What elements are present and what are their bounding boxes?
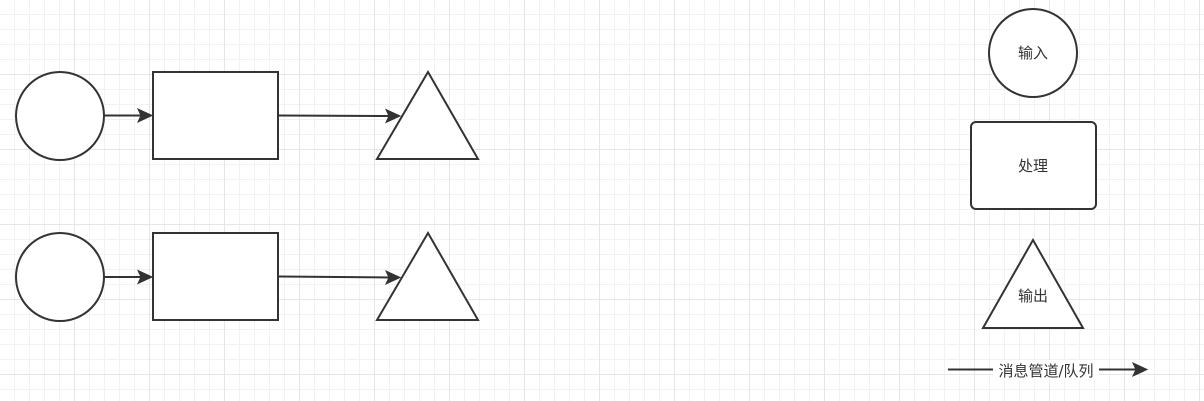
legend-channel[interactable]: 消息管道/队列 [948, 360, 1149, 380]
flow-row-2-output-node[interactable] [375, 231, 480, 321]
legend-process-label: 处理 [1018, 157, 1048, 175]
legend-process-rect [970, 121, 1097, 210]
legend: 输入 处理 输出 消息管道/队列 [948, 8, 1149, 380]
legend-input[interactable]: 输入 [988, 8, 1078, 98]
legend-output-label: 输出 [1018, 287, 1048, 305]
legend-process[interactable]: 处理 [970, 121, 1097, 210]
flow-row-1 [15, 70, 480, 161]
flow-row-2-edge-process-output [278, 275, 390, 279]
legend-channel-label: 消息管道/队列 [998, 362, 1093, 380]
flow-row-2-process-node[interactable] [152, 232, 279, 321]
flow-row-1-output-node[interactable] [375, 70, 480, 160]
flow-row-1-process-node[interactable] [152, 71, 279, 160]
legend-input-circle [988, 8, 1078, 98]
legend-channel-arrowhead [1131, 361, 1149, 378]
flow-row-1-edge-process-output [278, 114, 390, 117]
flow-row-2-arrowhead-2 [384, 269, 402, 286]
flow-row-1-input-node[interactable] [15, 71, 105, 161]
flow-row-1-arrowhead-2 [384, 108, 402, 124]
legend-input-label: 输入 [1018, 44, 1048, 62]
flow-row-2-input-node[interactable] [15, 232, 105, 322]
legend-channel-label-background [993, 360, 1099, 380]
flow-row-2-arrowhead-1 [136, 269, 154, 285]
flow-row-2 [15, 231, 480, 322]
legend-output[interactable]: 输出 [981, 237, 1085, 329]
legend-output-triangle [981, 237, 1085, 329]
flow-row-1-arrowhead-1 [136, 107, 154, 124]
